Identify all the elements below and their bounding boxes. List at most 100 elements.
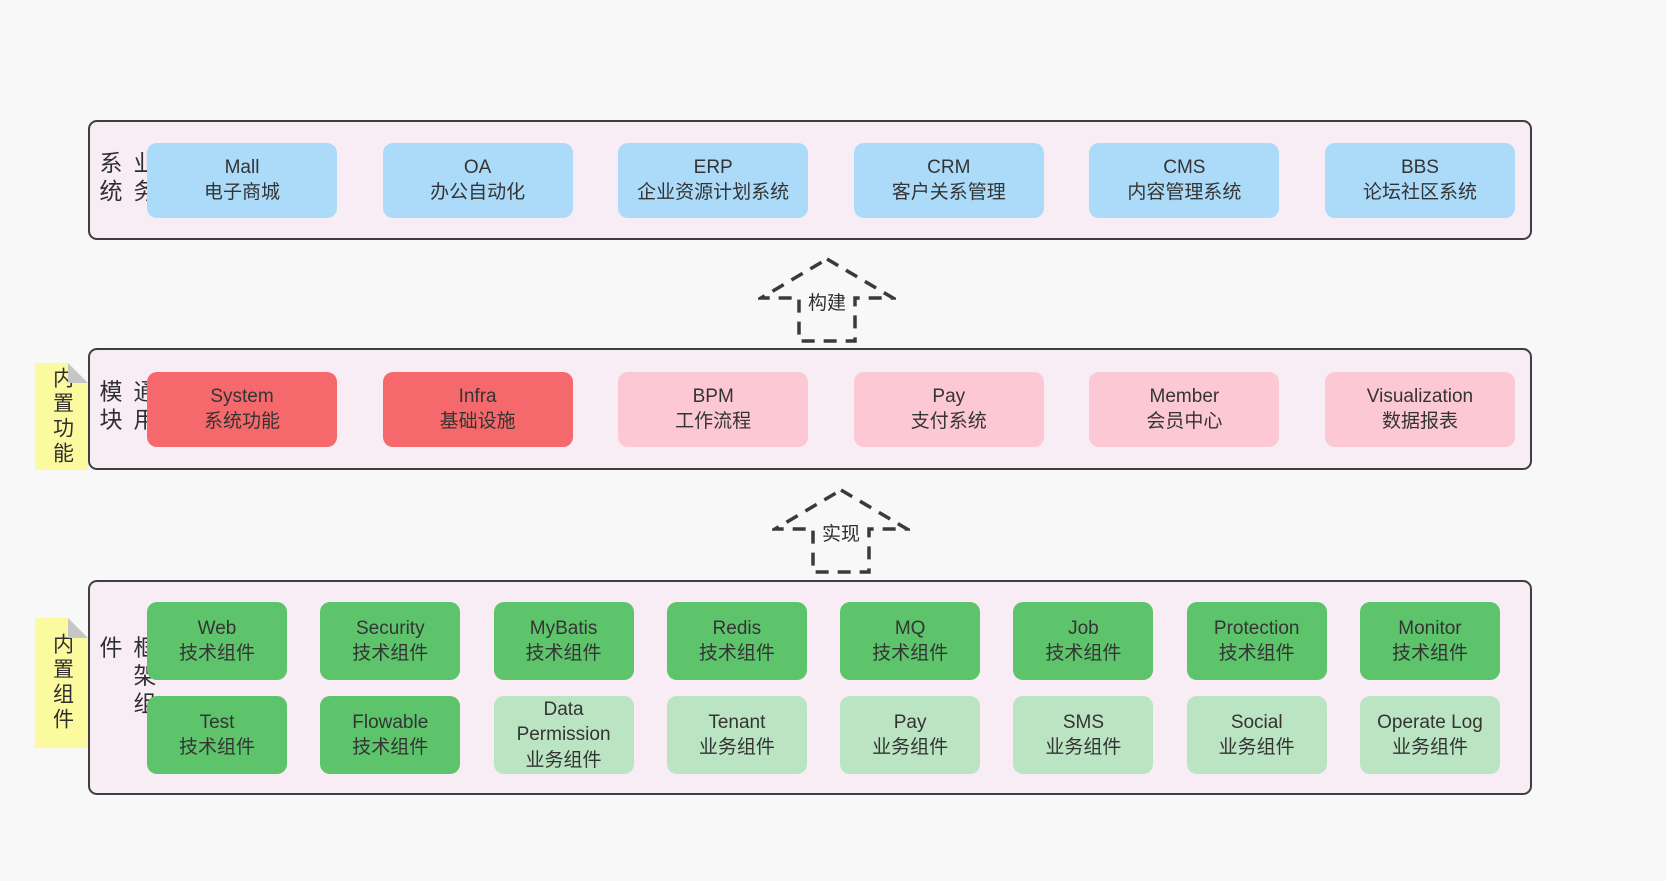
box-subtitle: 技术组件 <box>352 737 429 758</box>
sticky-note-text: 内置组件 <box>50 633 74 733</box>
box-tenant: Tenant 业务组件 <box>666 696 807 774</box>
sticky-note-text: 内置功能 <box>50 366 74 467</box>
box-erp: ERP 企业资源计划系统 <box>618 142 809 218</box>
box-title: BBS <box>1400 156 1439 178</box>
box-title: OA <box>463 156 492 178</box>
box-title: CMS <box>1163 156 1206 178</box>
box-subtitle: 业务组件 <box>698 737 775 758</box>
box-bpm: BPM 工作流程 <box>618 371 809 447</box>
box-subtitle: 技术组件 <box>1045 643 1122 664</box>
box-title: Job <box>1068 617 1099 639</box>
box-title: Pay <box>893 711 927 733</box>
box-title: ERP <box>693 156 733 178</box>
module-boxes: System 系统功能 Infra 基础设施 BPM 工作流程 Pay 支付系统… <box>147 350 1515 468</box>
box-subtitle: 会员中心 <box>1146 411 1223 432</box>
box-subtitle: 基础设施 <box>439 411 516 432</box>
box-web: Web 技术组件 <box>147 602 287 680</box>
box-subtitle: 系统功能 <box>203 411 280 432</box>
box-subtitle: 电子商城 <box>203 182 280 203</box>
box-title: Security <box>355 617 425 639</box>
box-protection: Protection 技术组件 <box>1186 602 1327 680</box>
box-monitor: Monitor 技术组件 <box>1359 602 1500 680</box>
box-title: Test <box>199 711 235 733</box>
box-system: System 系统功能 <box>147 371 337 447</box>
box-subtitle: 客户关系管理 <box>891 182 1006 203</box>
folded-corner-icon <box>68 363 88 383</box>
box-title: Social <box>1230 711 1283 733</box>
box-subtitle: 办公自动化 <box>430 182 526 203</box>
box-subtitle: 技术组件 <box>178 737 255 758</box>
box-title: Pay <box>932 385 966 407</box>
box-title: Member <box>1149 385 1220 407</box>
box-subtitle: 技术组件 <box>1218 643 1295 664</box>
up-arrow-icon <box>772 487 910 574</box>
component-boxes: Web 技术组件 Security 技术组件 MyBatis 技术组件 Redi… <box>147 602 1500 774</box>
box-security: Security 技术组件 <box>320 602 461 680</box>
box-title: System <box>210 385 274 407</box>
business-boxes: Mall 电子商城 OA 办公自动化 ERP 企业资源计划系统 CRM 客户关系… <box>147 122 1515 238</box>
section-business-systems: 业务系统 Mall 电子商城 OA 办公自动化 ERP 企业资源计划系统 CRM… <box>88 120 1532 240</box>
box-pay-biz: Pay 业务组件 <box>840 696 981 774</box>
box-oa: OA 办公自动化 <box>382 142 573 218</box>
box-title: Data Permission <box>516 699 611 746</box>
box-title: SMS <box>1062 711 1104 733</box>
box-subtitle: 业务组件 <box>525 749 602 771</box>
build-arrow: 构建 <box>758 256 896 344</box>
box-pay: Pay 支付系统 <box>853 371 1044 447</box>
box-title: Visualization <box>1366 385 1474 407</box>
box-title: Protection <box>1213 617 1300 639</box>
box-data-permission: Data Permission 业务组件 <box>493 696 634 774</box>
box-cms: CMS 内容管理系统 <box>1089 142 1280 218</box>
box-title: MQ <box>894 617 926 639</box>
box-title: Monitor <box>1398 617 1462 639</box>
section-framework-components: 框架组件 Web 技术组件 Security 技术组件 MyBatis 技术组件… <box>88 580 1532 795</box>
box-mybatis: MyBatis 技术组件 <box>493 602 634 680</box>
box-subtitle: 技术组件 <box>1391 643 1468 664</box>
box-title: MyBatis <box>529 617 598 639</box>
implement-arrow: 实现 <box>772 487 910 575</box>
box-visualization: Visualization 数据报表 <box>1324 371 1515 447</box>
box-subtitle: 技术组件 <box>525 643 602 664</box>
sticky-note-built-in-components: 内置组件 <box>35 618 88 748</box>
box-subtitle: 业务组件 <box>1045 737 1122 758</box>
section-common-modules: 通用模块 System 系统功能 Infra 基础设施 BPM 工作流程 Pay… <box>88 348 1532 470</box>
box-subtitle: 业务组件 <box>1391 737 1468 758</box>
box-subtitle: 数据报表 <box>1381 411 1458 432</box>
up-arrow-icon <box>758 256 896 343</box>
box-title: Operate Log <box>1377 711 1483 733</box>
box-job: Job 技术组件 <box>1013 602 1154 680</box>
sticky-note-built-in-features: 内置功能 <box>35 363 88 470</box>
box-subtitle: 论坛社区系统 <box>1362 182 1477 203</box>
box-subtitle: 企业资源计划系统 <box>637 182 790 203</box>
box-operate-log: Operate Log 业务组件 <box>1359 696 1500 774</box>
folded-corner-icon <box>68 618 88 638</box>
box-title: CRM <box>927 156 971 178</box>
box-sms: SMS 业务组件 <box>1013 696 1154 774</box>
box-subtitle: 内容管理系统 <box>1127 182 1242 203</box>
box-subtitle: 工作流程 <box>675 411 752 432</box>
box-title: BPM <box>692 385 734 407</box>
box-title: Infra <box>458 385 497 407</box>
box-subtitle: 技术组件 <box>698 643 775 664</box>
box-title: Tenant <box>708 711 766 733</box>
box-crm: CRM 客户关系管理 <box>853 142 1044 218</box>
box-subtitle: 技术组件 <box>352 643 429 664</box>
box-mall: Mall 电子商城 <box>147 142 337 218</box>
box-mq: MQ 技术组件 <box>840 602 981 680</box>
box-social: Social 业务组件 <box>1186 696 1327 774</box>
box-title: Flowable <box>352 711 429 733</box>
box-flowable: Flowable 技术组件 <box>320 696 461 774</box>
box-title: Web <box>197 617 237 639</box>
box-title: Redis <box>712 617 762 639</box>
box-title: Mall <box>224 156 260 178</box>
box-subtitle: 技术组件 <box>178 643 255 664</box>
box-subtitle: 业务组件 <box>1218 737 1295 758</box>
box-redis: Redis 技术组件 <box>666 602 807 680</box>
box-subtitle: 支付系统 <box>910 411 987 432</box>
box-test: Test 技术组件 <box>147 696 287 774</box>
box-member: Member 会员中心 <box>1089 371 1280 447</box>
component-row-1: Web 技术组件 Security 技术组件 MyBatis 技术组件 Redi… <box>147 602 1500 680</box>
build-arrow-label: 构建 <box>804 287 850 316</box>
box-infra: Infra 基础设施 <box>382 371 573 447</box>
box-bbs: BBS 论坛社区系统 <box>1324 142 1515 218</box>
